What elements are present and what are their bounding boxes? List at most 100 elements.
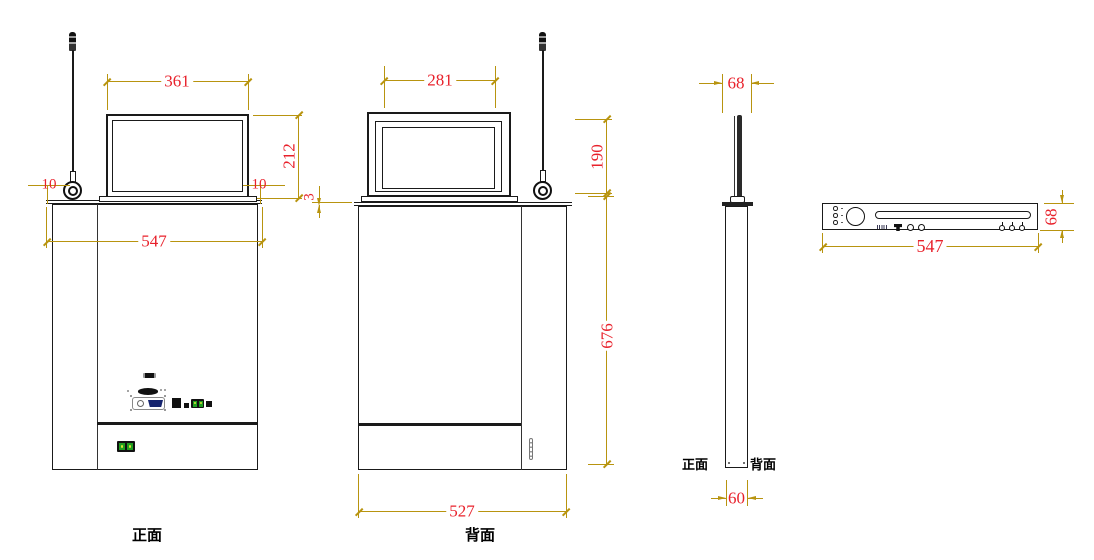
ext-line [384,66,385,108]
ext-line [358,474,359,518]
dim-text-547-top: 547 [913,237,947,255]
dim-line-68s [699,83,722,84]
led-dot [841,214,843,217]
dim-arrow [714,81,722,85]
ext-line [726,480,727,506]
antenna-rod [72,50,74,191]
dim-text-3: 3 [301,193,318,201]
dim-text-68-side: 68 [727,73,745,93]
audio-jack-icon [907,224,914,231]
dim-text-10-left: 10 [41,176,57,193]
dim-text-10-right: 10 [251,176,267,193]
ext-line [106,74,108,110]
monitor-screen-inner [112,120,243,192]
dim-arrow [316,205,321,213]
front-view-caption: 正面 [131,527,162,544]
side-column [725,206,748,468]
audio-jack-icon [137,400,144,407]
dim-text-527: 527 [446,502,478,520]
antenna-rod [542,50,544,183]
fuse-block [206,401,212,407]
brand-mark [877,225,888,229]
monitor-back-screen [382,127,495,189]
ext-line [253,114,302,116]
monitor-blade [737,115,742,200]
terminal-dot [193,402,196,404]
ext-line [747,480,748,506]
ext-line [575,193,612,194]
ext-line [47,185,48,204]
monitor-slot-icon [875,211,1031,219]
ext-line [261,207,263,248]
ext-line [721,74,723,113]
ext-line [312,202,352,203]
plug-socket-icon [999,221,1005,231]
dim-arrow [1060,195,1064,203]
dim-arrow [1060,230,1064,238]
dim-arrow [316,198,321,206]
screw-icon [164,389,166,391]
mic-shock-ring-inner [67,185,78,196]
control-button-icon [833,220,838,225]
hdmi-connector-icon [143,373,156,378]
dim-text-212: 212 [279,143,299,169]
back-body-divider [358,423,521,426]
terminal-dot [199,402,202,404]
side-front-face-label: 正面 [681,457,708,472]
ext-line [1044,203,1074,204]
side-back-face-label: 背面 [749,457,776,472]
dim-line-3a [318,186,320,199]
ext-line [822,233,823,253]
screw-icon [164,395,166,397]
plug-socket-icon [1019,221,1025,231]
screw-icon [728,462,731,465]
dim-arrow [748,496,756,500]
dim-line-68s [751,83,774,84]
ext-line [588,196,614,197]
ext-line [1037,233,1039,253]
screw-icon [743,462,746,465]
side-top-plate [722,202,753,206]
screw-icon [130,409,132,411]
dim-line-10R [243,185,285,187]
usb-port-icon [894,224,902,231]
power-terminal-icon [191,399,204,408]
ext-line [253,198,302,199]
microphone-antenna-icon [539,32,546,51]
dim-line-10L [28,185,70,187]
monitor-pedestal [99,196,257,202]
ext-line [1040,229,1074,231]
dim-text-60: 60 [728,488,745,508]
mic-well-icon [846,207,865,226]
dim-text-68-top: 68 [1041,208,1061,225]
microphone-antenna-icon [69,32,76,51]
back-body-panel-line [521,206,522,470]
monitor-pedestal [361,196,518,202]
back-body [358,206,567,470]
mic-shock-ring-inner [537,185,548,196]
screw-icon [130,395,132,397]
dim-text-361: 361 [161,72,193,90]
screw-icon [127,390,129,392]
terminal-dot [128,445,131,448]
table-plate [354,202,572,206]
ext-line [46,207,47,248]
ext-line [248,74,249,110]
usb-port-icon [172,398,181,408]
front-body-panel-line [97,204,98,470]
dim-arrow [718,496,726,500]
control-button-icon [833,206,838,211]
dim-text-190: 190 [587,144,607,170]
vga-plug [148,400,163,407]
led-dot [841,207,843,210]
ext-line [575,119,612,120]
front-body-divider [97,422,258,425]
switch-block [184,403,189,408]
monitor-blade-line [734,116,735,200]
screw-icon [160,389,162,391]
access-slot-icon [529,438,533,460]
screw-icon [164,409,166,411]
power-terminal-icon [117,441,135,452]
ext-line [566,474,567,518]
